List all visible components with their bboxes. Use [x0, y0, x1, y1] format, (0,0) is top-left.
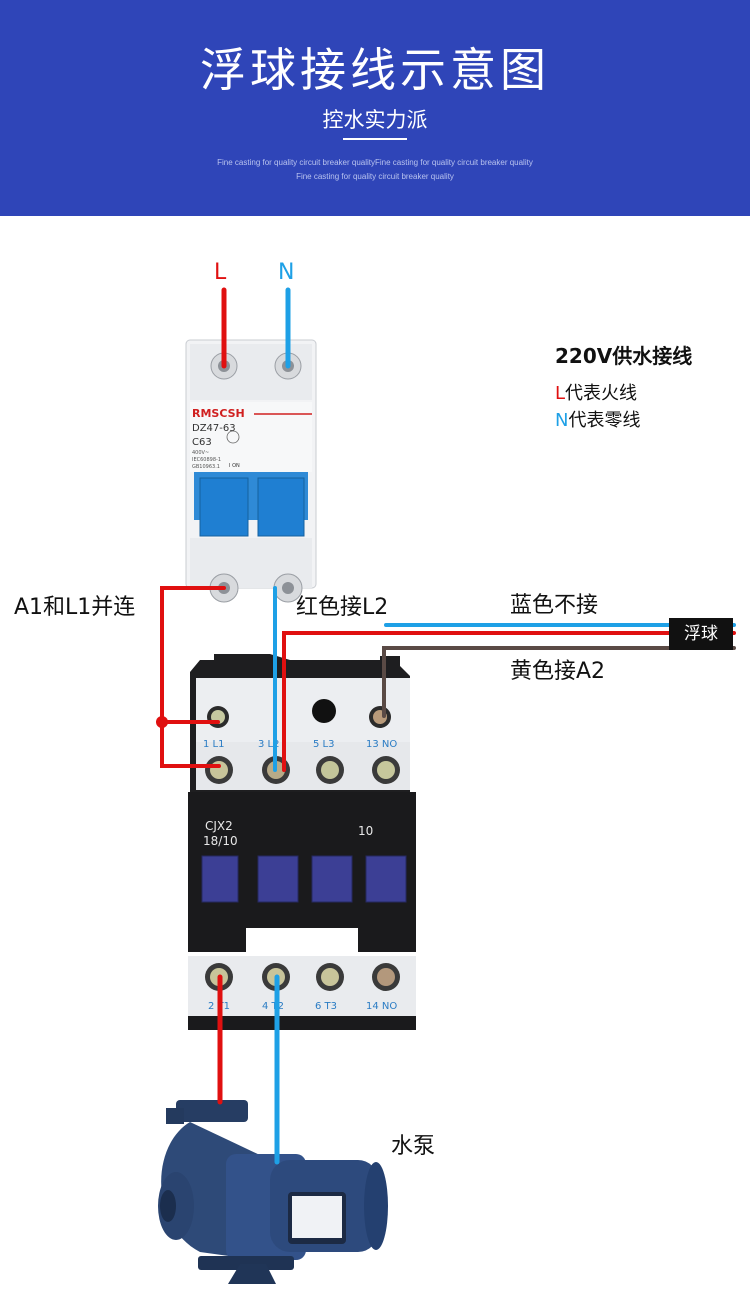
legend-live-letter: L — [555, 383, 566, 404]
junction-dot — [156, 716, 168, 728]
breaker-standard-2: GB10963.1 — [192, 464, 220, 470]
wiring-diagram-drawing: RMSCSH DZ47-63 C63 400V~ IEC60898-1 GB10… — [156, 287, 736, 1284]
contactor: 1 L1 3 L2 5 L3 13 NO CJX2 18/10 10 — [188, 654, 416, 1030]
wire-float-red — [282, 631, 736, 772]
wire-a1-l1-parallel — [160, 586, 226, 768]
tagline-1: Fine casting for quality circuit breaker… — [217, 158, 533, 167]
subtitle-underline — [343, 138, 407, 140]
pump-label: 水泵 — [391, 1134, 436, 1159]
annotation-blue-no-connect: 蓝色不接 — [510, 593, 599, 618]
terminal-label-3-l2: 3 L2 — [258, 739, 279, 750]
wiring-diagram: RMSCSH DZ47-63 C63 400V~ IEC60898-1 GB10… — [0, 216, 750, 1315]
legend-neutral-text: 代表零线 — [568, 410, 641, 431]
annotation-yellow-a2: 黄色接A2 — [510, 659, 606, 684]
terminal-label-13-no: 13 NO — [366, 739, 397, 750]
terminal-label-6-t3: 6 T3 — [315, 1001, 337, 1012]
contactor-model: CJX2 — [205, 819, 233, 833]
legend-neutral-letter: N — [555, 410, 569, 431]
breaker-model: DZ47-63 — [192, 423, 236, 434]
contactor-rating: 18/10 — [203, 834, 238, 848]
page-subtitle: 控水实力派 — [322, 108, 428, 132]
terminal-label-14-no: 14 NO — [366, 1001, 397, 1012]
legend-live: L代表火线 — [555, 379, 637, 405]
water-pump — [158, 1100, 388, 1284]
legend-live-text: 代表火线 — [565, 383, 638, 404]
contactor-aux: 10 — [358, 824, 373, 838]
breaker-voltage: 400V~ — [192, 450, 209, 456]
circuit-breaker: RMSCSH DZ47-63 C63 400V~ IEC60898-1 GB10… — [185, 339, 317, 603]
annotation-red-l2: 红色接L2 — [296, 595, 389, 620]
wire-float-yellow — [382, 646, 736, 718]
terminal-n-label: N — [278, 260, 295, 285]
tagline-2: Fine casting for quality circuit breaker… — [296, 172, 454, 181]
legend-neutral: N代表零线 — [555, 406, 640, 432]
breaker-standard-1: IEC60898-1 — [192, 457, 221, 463]
breaker-rating: C63 — [192, 437, 212, 448]
page-title: 浮球接线示意图 — [200, 43, 550, 97]
annotation-a1-l1: A1和L1并连 — [14, 595, 136, 620]
float-switch-label: 浮球 — [669, 618, 733, 650]
terminal-label-4-t2: 4 T2 — [262, 1001, 284, 1012]
terminal-label-1-l1: 1 L1 — [203, 739, 224, 750]
wires — [156, 287, 736, 1165]
legend-title: 220V供水接线 — [555, 344, 693, 368]
terminal-label-5-l3: 5 L3 — [313, 739, 334, 750]
terminal-l-label: L — [214, 260, 227, 285]
breaker-brand: RMSCSH — [192, 407, 245, 420]
header-banner: 浮球接线示意图 控水实力派 Fine casting for quality c… — [0, 0, 750, 216]
breaker-on-mark: I ON — [229, 463, 240, 469]
